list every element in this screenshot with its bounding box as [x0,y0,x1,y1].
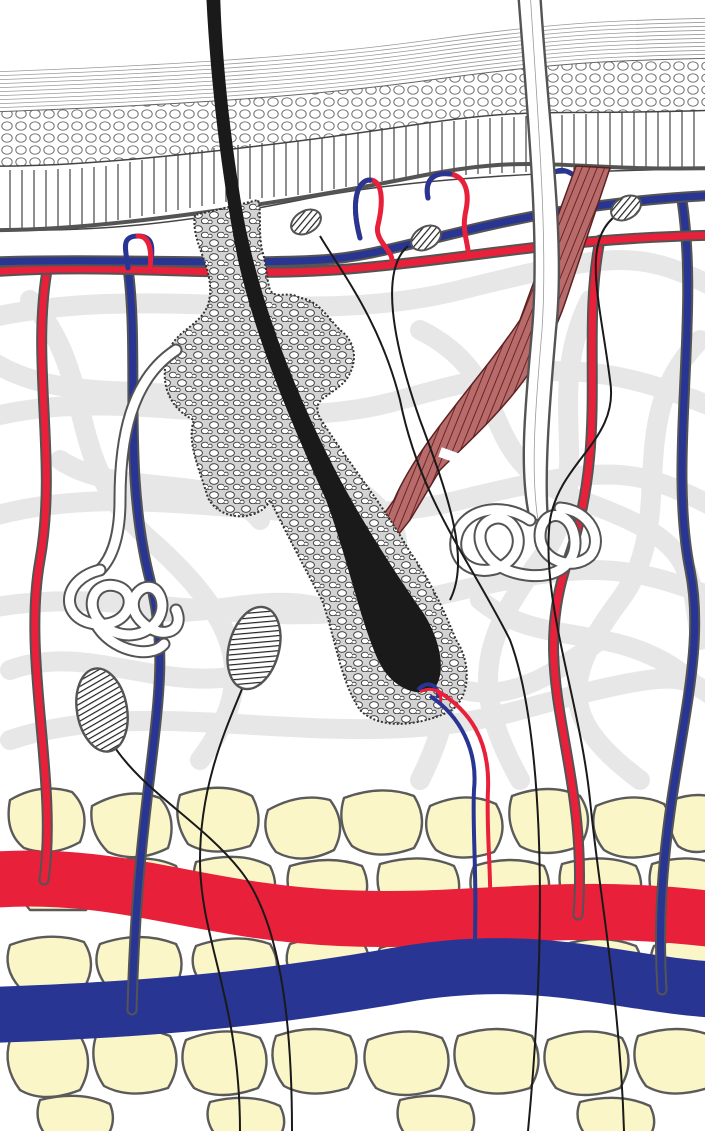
meissner-corpuscle [287,204,326,239]
meissner-corpuscle [407,220,446,255]
